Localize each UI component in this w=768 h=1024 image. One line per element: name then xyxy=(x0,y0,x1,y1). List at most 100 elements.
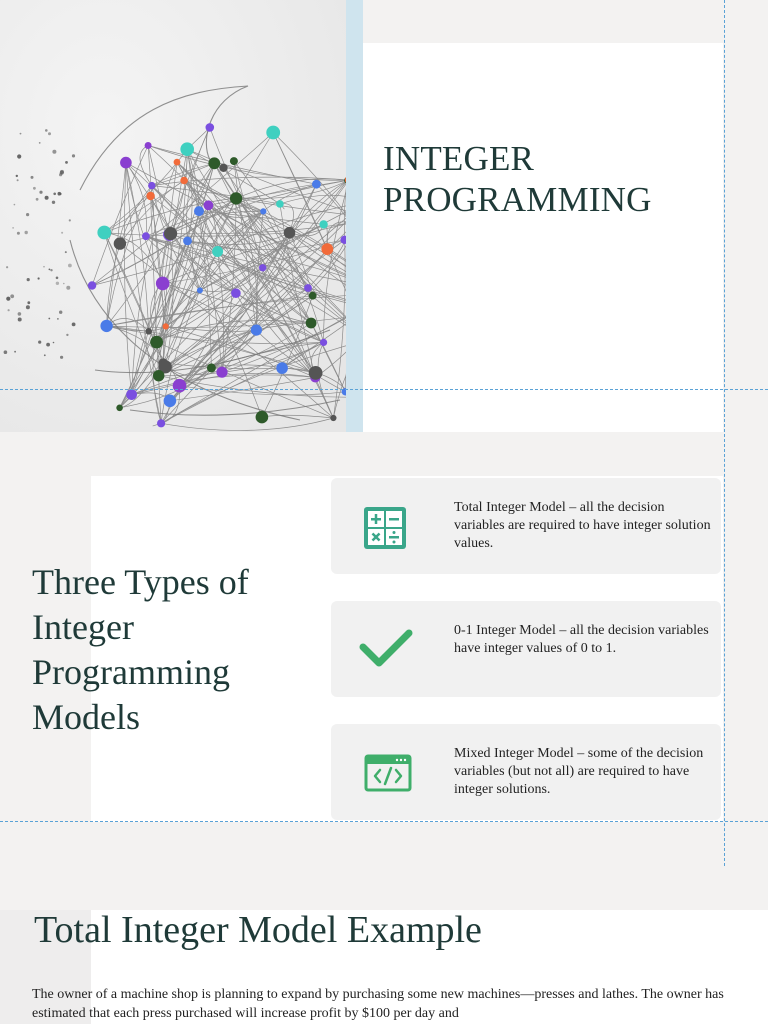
network-edge xyxy=(187,232,290,245)
network-edge xyxy=(233,160,324,343)
network-node xyxy=(231,288,241,299)
network-edge xyxy=(217,251,346,304)
network-node xyxy=(173,158,181,166)
network-edge xyxy=(279,194,346,205)
network-edge xyxy=(262,267,312,324)
network-node xyxy=(164,227,178,241)
dust-particle xyxy=(17,154,22,159)
dust-particle xyxy=(12,227,15,229)
network-edge xyxy=(165,211,346,327)
dust-particle xyxy=(6,296,11,301)
dust-particle xyxy=(43,265,45,268)
network-node xyxy=(172,378,187,393)
network-edge xyxy=(272,132,328,250)
network-globe-image xyxy=(0,0,346,432)
slide-margin xyxy=(723,0,768,432)
network-node xyxy=(150,335,164,349)
network-node xyxy=(229,157,238,166)
network-edge xyxy=(104,148,188,233)
network-node xyxy=(266,125,281,140)
network-node xyxy=(144,142,152,149)
network-edge xyxy=(104,180,185,233)
network-edge xyxy=(208,204,346,277)
network-edge xyxy=(106,325,316,374)
network-edge xyxy=(179,373,316,387)
network-edge xyxy=(344,187,346,240)
network-edge xyxy=(211,364,316,374)
network-edge xyxy=(272,132,346,215)
dust-particle xyxy=(50,269,53,272)
dust-particle xyxy=(25,305,30,310)
card-total-integer: Total Integer Model – all the decision v… xyxy=(331,478,721,574)
network-node xyxy=(219,163,228,172)
code-window-icon xyxy=(363,754,412,798)
network-node xyxy=(330,414,337,422)
network-edge xyxy=(151,185,316,374)
network-edge xyxy=(233,161,257,331)
network-node xyxy=(194,206,204,217)
network-node xyxy=(308,291,317,300)
network-edge xyxy=(169,211,264,235)
slide-title: Three Types of Integer Programming Model… xyxy=(32,562,249,737)
network-edge xyxy=(199,224,324,291)
dust-particle xyxy=(68,219,71,222)
dust-particle xyxy=(7,309,10,312)
network-edge xyxy=(150,195,237,294)
network-edge xyxy=(160,316,346,424)
network-edge xyxy=(217,183,317,252)
network-edge xyxy=(208,205,346,324)
network-edge xyxy=(333,374,346,419)
network-edge xyxy=(179,385,346,396)
network-node xyxy=(312,179,321,189)
network-edge xyxy=(176,161,312,324)
dust-particle xyxy=(71,322,76,327)
dust-particle xyxy=(14,350,16,353)
dust-particle xyxy=(63,282,65,285)
dust-particle xyxy=(60,355,64,359)
network-globe-graphic xyxy=(0,0,346,432)
dust-particle xyxy=(68,263,72,268)
network-edge xyxy=(261,295,314,418)
card-description: 0-1 Integer Model – all the decision var… xyxy=(454,623,709,656)
dust-particle xyxy=(55,281,60,285)
guide-line xyxy=(0,389,768,390)
dust-particle xyxy=(48,132,51,136)
network-edge xyxy=(125,162,164,284)
network-node xyxy=(260,208,267,215)
dust-particle xyxy=(33,186,36,190)
network-edge xyxy=(187,148,281,205)
dust-particle xyxy=(17,312,22,316)
network-edge xyxy=(92,251,218,286)
card-zero-one-integer: 0-1 Integer Model – all the decision var… xyxy=(331,601,721,697)
network-node xyxy=(250,324,262,336)
network-node xyxy=(276,200,284,208)
network-node xyxy=(216,366,228,378)
dust-particle xyxy=(44,195,49,200)
network-arc xyxy=(129,399,341,416)
network-edge xyxy=(91,198,237,286)
network-edge xyxy=(187,148,346,212)
network-node xyxy=(180,176,188,185)
network-edge xyxy=(170,233,346,326)
dust-particle xyxy=(71,154,76,158)
dust-particle xyxy=(45,129,48,132)
dust-particle xyxy=(39,190,43,194)
slide-body xyxy=(91,910,768,1024)
network-edge xyxy=(315,351,346,378)
network-edge xyxy=(186,149,193,241)
network-node xyxy=(212,246,224,257)
network-edge xyxy=(119,205,209,409)
network-edge xyxy=(158,232,290,376)
network-edge xyxy=(262,181,346,268)
network-edge xyxy=(208,180,346,206)
network-node xyxy=(148,181,156,190)
network-node xyxy=(340,235,346,244)
network-edge xyxy=(289,232,346,267)
network-arc xyxy=(79,85,249,191)
dust-particle xyxy=(6,266,9,269)
dust-particle xyxy=(43,354,46,357)
network-edge xyxy=(106,162,127,326)
dust-particle xyxy=(19,132,22,135)
network-node xyxy=(321,243,334,256)
network-node xyxy=(229,192,243,205)
